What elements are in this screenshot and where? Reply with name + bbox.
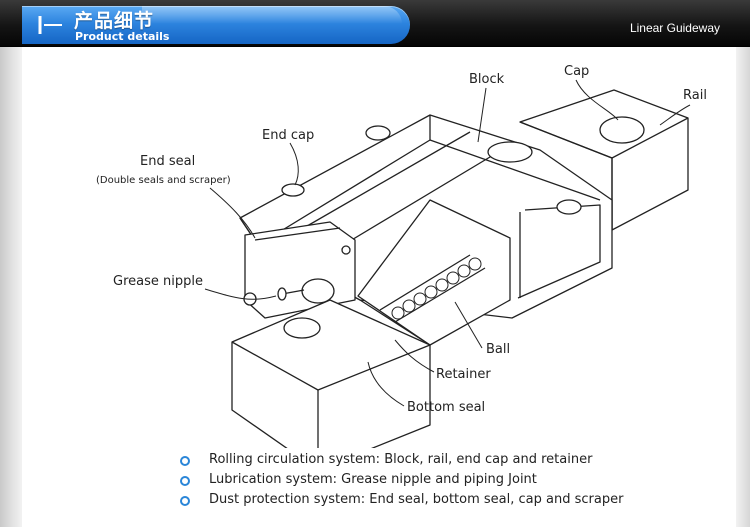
label-ball: Ball bbox=[486, 342, 510, 357]
title-english: Product details bbox=[75, 30, 170, 43]
bracket-icon bbox=[38, 16, 62, 34]
label-end-seal: End seal bbox=[140, 154, 195, 169]
label-rail: Rail bbox=[683, 88, 707, 103]
label-grease-nipple: Grease nipple bbox=[113, 274, 203, 289]
feature-text: Dust protection system: End seal, bottom… bbox=[209, 492, 624, 507]
rail-front bbox=[231, 299, 431, 448]
feature-item: Dust protection system: End seal, bottom… bbox=[176, 490, 623, 510]
linear-guideway-diagram: Block Cap Rail End cap End seal (Double … bbox=[96, 64, 707, 448]
circle-bullet-icon bbox=[180, 456, 190, 466]
label-end-seal-note: (Double seals and scraper) bbox=[96, 175, 231, 186]
label-block: Block bbox=[469, 72, 505, 87]
label-cap: Cap bbox=[564, 64, 589, 79]
header-bar: 产品细节 Product details Linear Guideway bbox=[0, 0, 750, 47]
right-frame bbox=[736, 0, 750, 527]
circle-bullet-icon bbox=[180, 496, 190, 506]
label-bottom-seal: Bottom seal bbox=[407, 400, 485, 415]
feature-text: Rolling circulation system: Block, rail,… bbox=[209, 452, 593, 467]
label-end-cap: End cap bbox=[262, 128, 314, 143]
feature-list: Rolling circulation system: Block, rail,… bbox=[176, 450, 623, 510]
feature-text: Lubrication system: Grease nipple and pi… bbox=[209, 472, 537, 487]
left-frame bbox=[0, 0, 22, 527]
feature-item: Rolling circulation system: Block, rail,… bbox=[176, 450, 623, 470]
product-category-label: Linear Guideway bbox=[629, 21, 720, 35]
label-retainer: Retainer bbox=[436, 367, 491, 382]
title-chinese: 产品细节 bbox=[74, 10, 155, 32]
circle-bullet-icon bbox=[180, 476, 190, 486]
feature-item: Lubrication system: Grease nipple and pi… bbox=[176, 470, 623, 490]
ball-row bbox=[391, 257, 482, 320]
title-banner bbox=[22, 6, 410, 44]
